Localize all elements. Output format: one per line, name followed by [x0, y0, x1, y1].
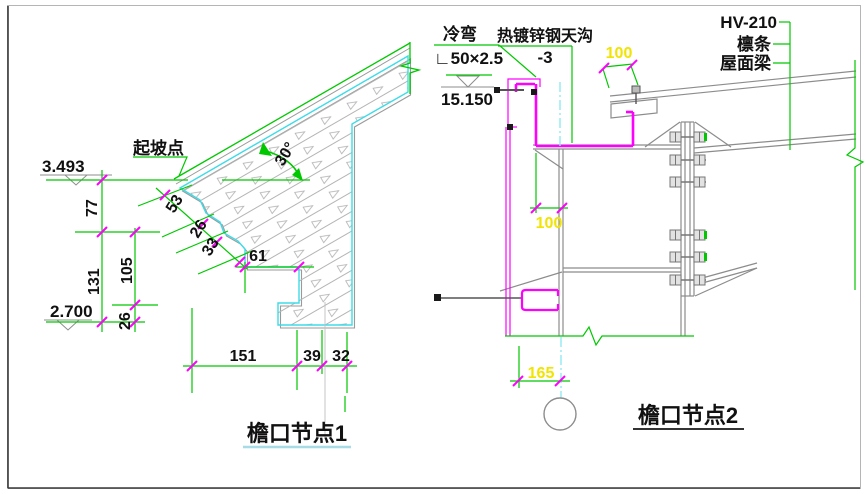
right-detail-eave-node-2: 冷弯 ∟50×2.5 热镀锌钢天沟 -3 15.150 HV-210 檩条 屋面…	[434, 13, 865, 431]
dim-39: 39	[303, 348, 321, 365]
right-break-line	[398, 42, 422, 94]
fasteners	[434, 87, 537, 301]
dim-26-vertical: 26	[117, 312, 134, 330]
centerlines	[559, 82, 562, 398]
right-dimension-ticks	[512, 59, 638, 387]
left-detail-eave-node-1: 3.493 2.700 起坡点 30° 77 131 105 26 53 26 …	[40, 42, 422, 449]
sheet-border	[7, 5, 861, 489]
elevation-marker-bottom	[44, 319, 92, 331]
gutter-and-flashing	[505, 78, 635, 336]
elevation-marker-right	[441, 75, 494, 88]
dim-61: 61	[249, 248, 267, 265]
steel-structure-lines	[499, 70, 857, 336]
bolt-group	[669, 131, 707, 286]
right-detail-title: 檐口节点2	[638, 403, 738, 428]
dim-165: 165	[528, 365, 555, 382]
label-member-code: HV-210	[720, 13, 777, 32]
arrowhead-down-icon	[292, 168, 303, 181]
label-angle-spec: ∟50×2.5	[434, 49, 503, 68]
label-purlin: 檩条	[737, 34, 772, 54]
detail-bubble-icon	[543, 397, 577, 431]
dim-slope-33: 33	[199, 235, 223, 259]
angle-arc-30	[259, 142, 303, 181]
dim-77: 77	[84, 199, 101, 217]
label-gutter-thickness: -3	[537, 48, 552, 67]
dim-32: 32	[332, 348, 350, 365]
bolt-row	[669, 131, 706, 286]
label-gutter: 热镀锌钢天沟	[497, 26, 593, 45]
elevation-top-value: 3.493	[42, 157, 85, 176]
left-detail-title: 檐口节点1	[247, 421, 347, 446]
bolt-highlight-marks	[704, 133, 707, 261]
dim-100-purlin: 100	[606, 45, 633, 62]
dim-131: 131	[86, 268, 103, 295]
purlin-bolt	[631, 85, 641, 104]
roof-top-green-line	[173, 42, 411, 180]
label-roof-beam: 屋面梁	[720, 53, 772, 73]
c-purlin-section	[520, 288, 560, 312]
arrowhead-up-icon	[259, 142, 272, 156]
right-dimension-lines	[434, 21, 865, 388]
dim-105: 105	[119, 257, 136, 284]
slab-hatched-body	[178, 54, 409, 326]
roof-slab-section	[173, 42, 422, 329]
left-dimension-ticks	[96, 174, 353, 372]
dim-slope-26: 26	[187, 217, 211, 241]
label-cold-bend: 冷弯	[443, 24, 477, 44]
elevation-bottom-value: 2.700	[50, 302, 93, 321]
elevation-right-value: 15.150	[441, 90, 493, 109]
dim-151: 151	[230, 348, 257, 365]
slope-point-label: 起坡点	[132, 138, 184, 158]
dim-slope-53: 53	[163, 192, 187, 216]
dim-100-web: 100	[536, 215, 563, 232]
left-dimension-lines	[46, 156, 357, 412]
roof-top-gray-line	[175, 47, 411, 185]
